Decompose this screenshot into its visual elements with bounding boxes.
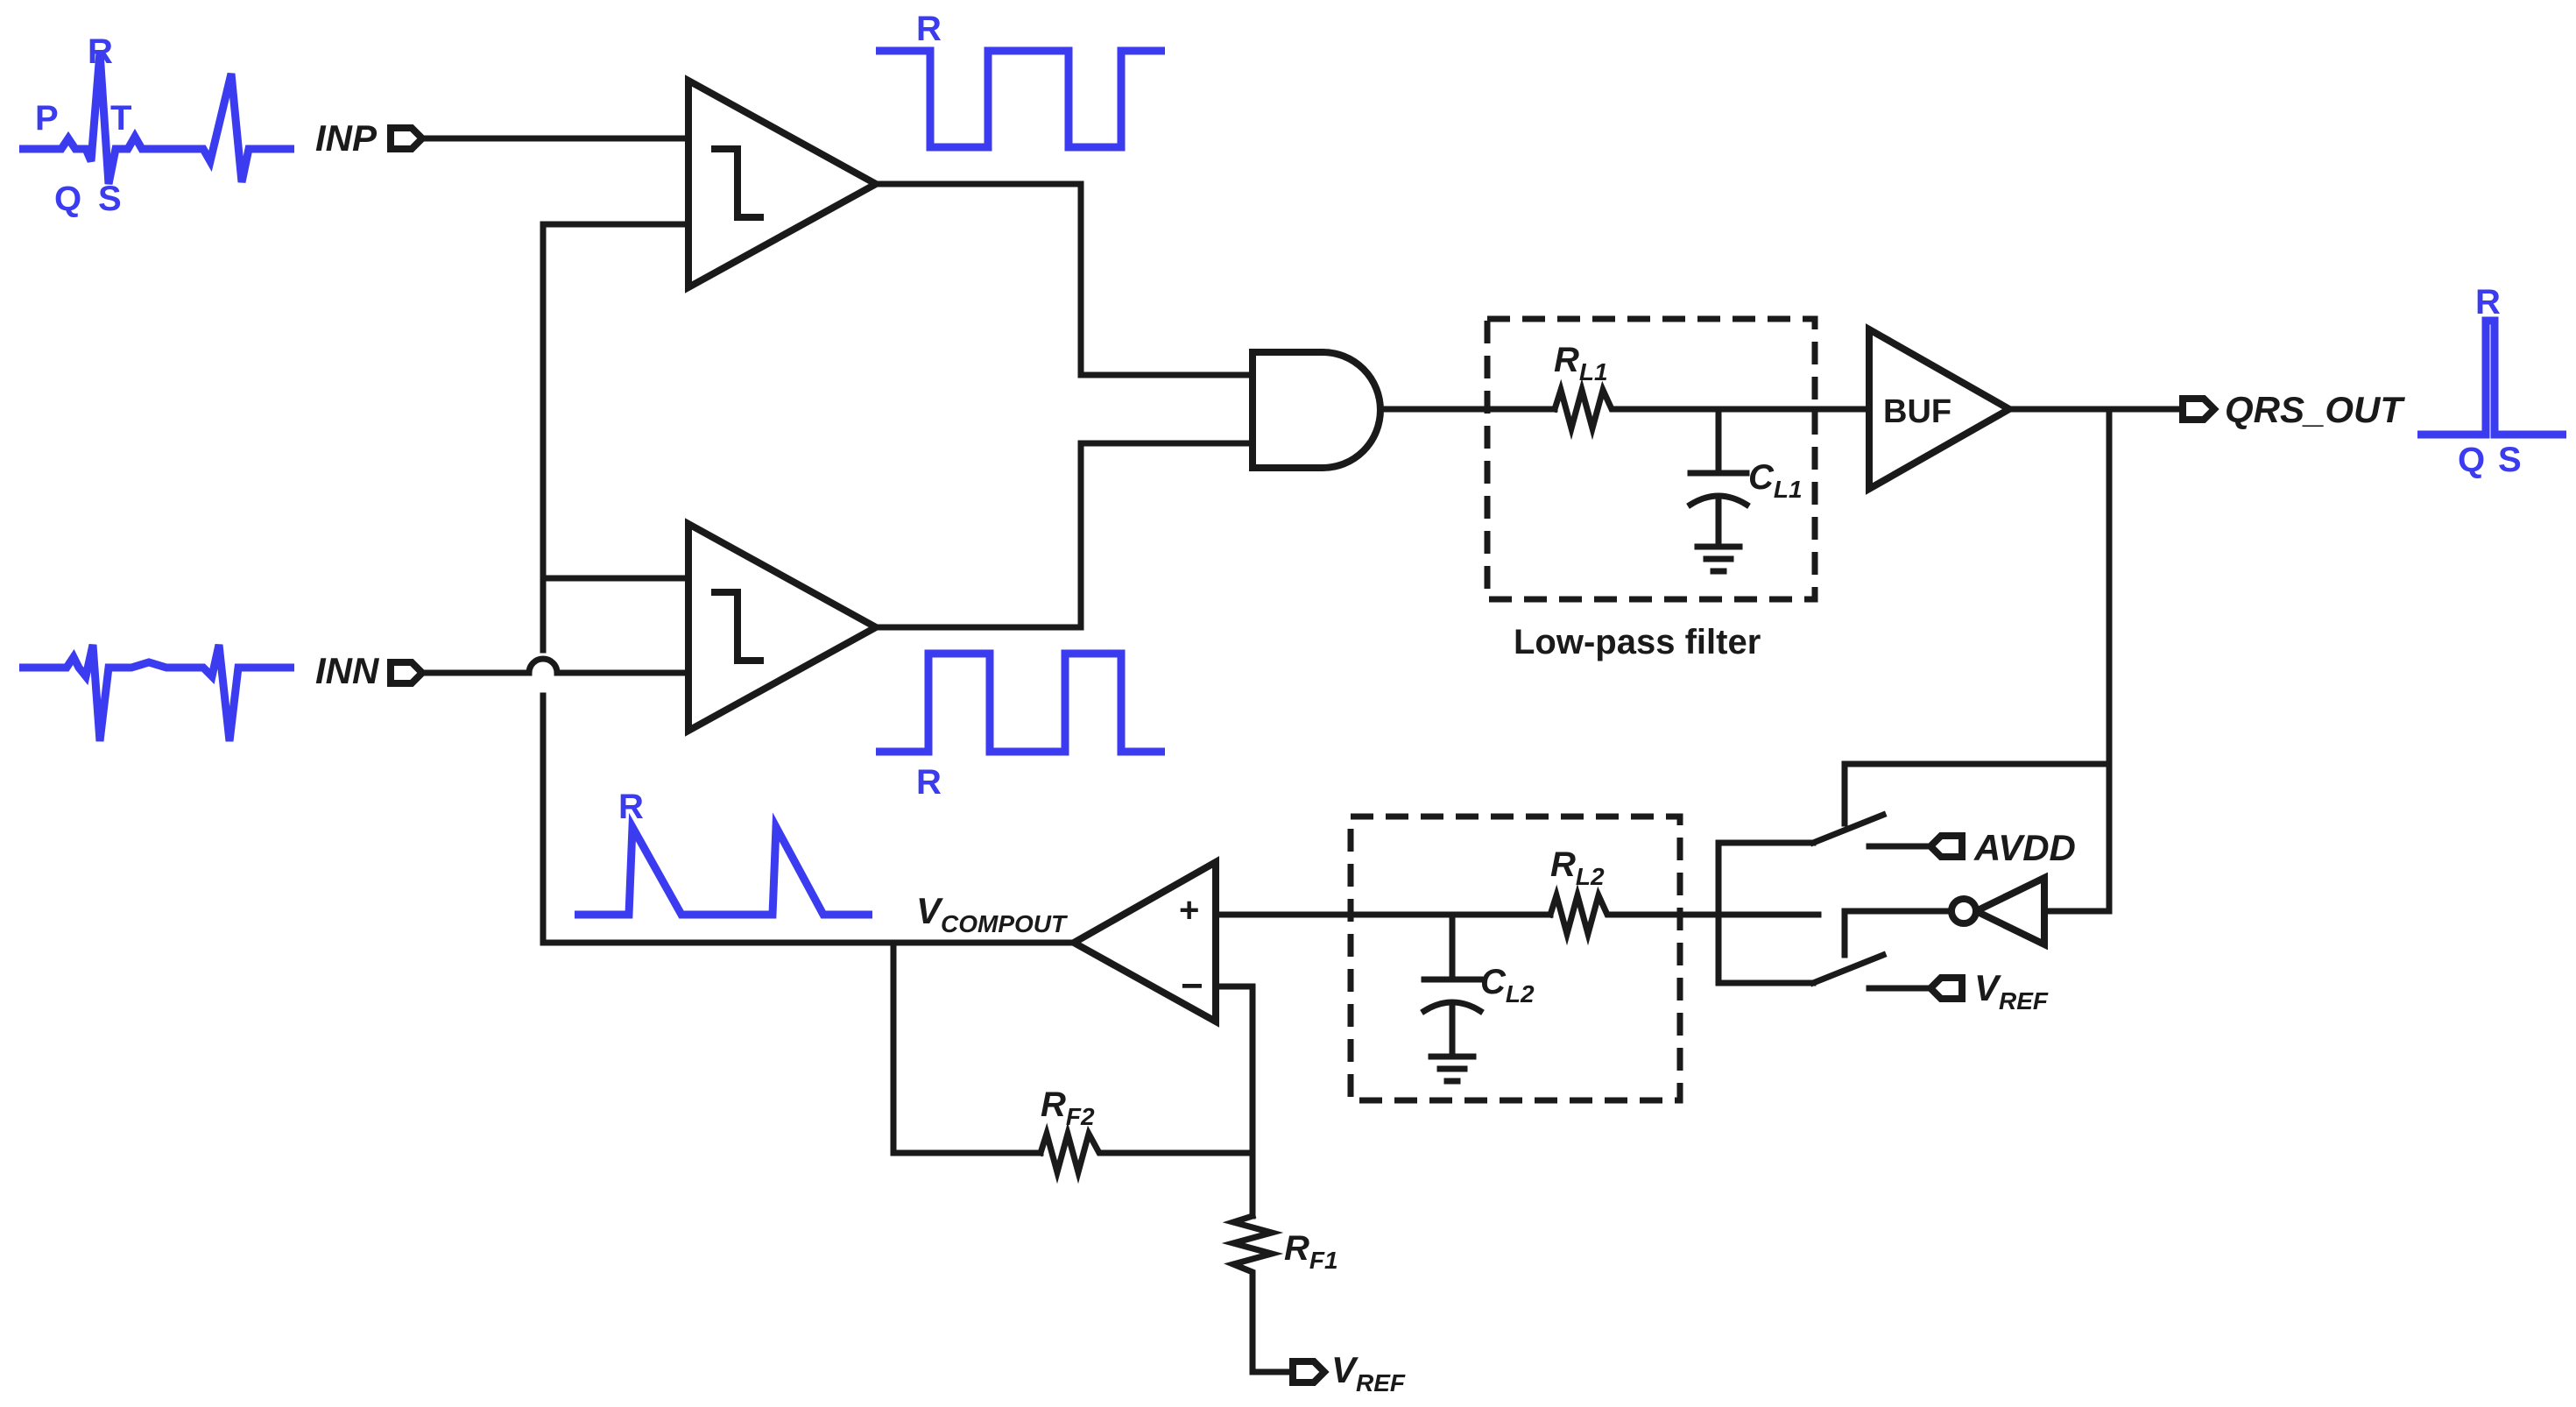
resistor-rf1-label: RF1 bbox=[1284, 1229, 1338, 1274]
inn-port[interactable] bbox=[387, 659, 427, 687]
resistor-rl2[interactable] bbox=[1546, 883, 1617, 946]
low-pass-filter-2-box bbox=[1347, 813, 1683, 1104]
capacitor-cl1-label: CL1 bbox=[1748, 458, 1803, 503]
resistor-rf2[interactable] bbox=[1036, 1121, 1114, 1184]
inverter[interactable] bbox=[1948, 872, 2048, 951]
and-gate[interactable] bbox=[1249, 349, 1384, 471]
vcompout-label: VCOMPOUT bbox=[916, 890, 1069, 937]
ecg-label-p: P bbox=[35, 99, 59, 138]
pulse-label-r-bottom: R bbox=[916, 763, 942, 802]
qrs-output-waveform: R Q S bbox=[2417, 283, 2566, 479]
resistor-rl1[interactable] bbox=[1550, 378, 1620, 441]
ecg-label-r: R bbox=[88, 32, 113, 71]
vref-bottom-port[interactable] bbox=[1289, 1358, 1330, 1386]
inp-port[interactable] bbox=[387, 124, 427, 152]
inn-ecg-waveform bbox=[19, 644, 294, 742]
ecg-label-s: S bbox=[98, 180, 122, 218]
qrs-out-label: QRS_OUT bbox=[2225, 389, 2405, 431]
avdd-port[interactable] bbox=[1925, 832, 1966, 860]
op-amp-minus-label: − bbox=[1181, 965, 1203, 1008]
avdd-label: AVDD bbox=[1973, 827, 2076, 868]
resistor-rl2-label: RL2 bbox=[1550, 845, 1605, 890]
out-label-r: R bbox=[2475, 283, 2501, 322]
op-amp-plus-label: + bbox=[1179, 891, 1199, 930]
inn-label: INN bbox=[315, 650, 380, 691]
out-label-q: Q bbox=[2458, 441, 2485, 479]
buffer-label: BUF bbox=[1883, 393, 1951, 430]
inp-label: INP bbox=[315, 117, 378, 159]
hysteresis-icon bbox=[711, 589, 764, 664]
wires bbox=[419, 135, 2186, 1375]
pulse-label-r-top: R bbox=[916, 10, 942, 48]
comparator-inn[interactable] bbox=[685, 518, 884, 737]
ecg-label-t: T bbox=[110, 99, 131, 138]
low-pass-filter-1-box bbox=[1484, 315, 1818, 603]
vcompout-waveform: R bbox=[575, 788, 872, 919]
comparator-bottom-pulse-waveform: R bbox=[876, 649, 1165, 802]
op-amp[interactable] bbox=[1066, 856, 1219, 1028]
hysteresis-icon bbox=[711, 145, 764, 221]
vref-switch-port[interactable] bbox=[1925, 974, 1966, 1002]
vref-bottom-label: VREF bbox=[1331, 1349, 1406, 1396]
out-label-s: S bbox=[2498, 441, 2522, 479]
capacitor-cl2-label: CL2 bbox=[1480, 963, 1535, 1008]
resistor-rf1[interactable] bbox=[1221, 1212, 1284, 1283]
comparator-top-pulse-waveform: R bbox=[876, 10, 1165, 152]
ground-icon bbox=[1694, 543, 1743, 575]
switch-avdd[interactable] bbox=[1809, 810, 1888, 847]
low-pass-filter-caption: Low-pass filter bbox=[1514, 623, 1761, 661]
ground-icon bbox=[1428, 1053, 1477, 1085]
capacitor-cl2[interactable] bbox=[1420, 976, 1485, 1015]
vref-switch-label: VREF bbox=[1974, 967, 2049, 1015]
resistor-rf2-label: RF2 bbox=[1041, 1085, 1095, 1130]
qrs-out-port[interactable] bbox=[2179, 395, 2220, 423]
vcomp-label-r: R bbox=[618, 788, 644, 826]
resistor-rl1-label: RL1 bbox=[1554, 341, 1608, 385]
capacitor-cl1[interactable] bbox=[1686, 470, 1751, 509]
ecg-label-q: Q bbox=[54, 180, 81, 218]
inp-ecg-waveform: R P T Q S bbox=[19, 32, 294, 218]
comparator-inp[interactable] bbox=[685, 74, 884, 293]
buffer-amplifier[interactable] bbox=[1866, 323, 2017, 495]
switch-vref[interactable] bbox=[1809, 951, 1888, 987]
